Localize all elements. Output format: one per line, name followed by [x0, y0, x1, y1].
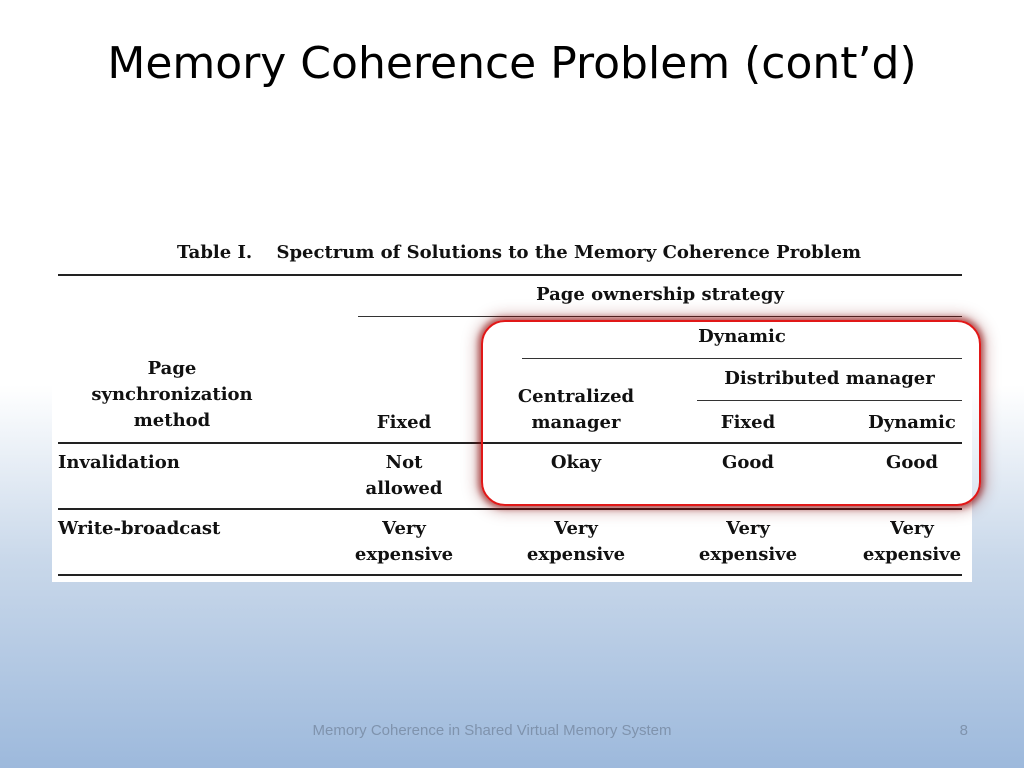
table-bottom-rule [58, 574, 962, 576]
header-centralized-manager: Centralized manager [502, 384, 650, 436]
row-write-broadcast-distributed-dynamic-line-1: Very [890, 518, 934, 539]
row-write-broadcast-distributed-fixed: Very expensive [688, 516, 808, 568]
table-caption: Table I. Spectrum of Solutions to the Me… [177, 242, 861, 263]
header-distributed-dynamic: Dynamic [868, 412, 956, 433]
header-distributed-manager: Distributed manager [724, 368, 935, 389]
slide-page-number: 8 [959, 722, 968, 739]
header-fixed: Fixed [376, 412, 432, 433]
row-invalidation-method: Invalidation [58, 452, 180, 473]
header-manager-line: manager [531, 412, 621, 433]
header-distributed-fixed: Fixed [720, 412, 776, 433]
row-write-broadcast-distributed-dynamic: Very expensive [852, 516, 972, 568]
row-invalidation-distributed-fixed: Good [722, 452, 774, 473]
header-synchronization-line: synchronization [91, 384, 253, 405]
row-write-broadcast-distributed-fixed-line-1: Very [726, 518, 770, 539]
row-separator-rule [58, 508, 962, 510]
row-invalidation-fixed-line-1: Not [385, 452, 423, 473]
header-ownership-strategy: Page ownership strategy [536, 284, 784, 305]
row-invalidation-fixed: Not allowed [350, 450, 458, 502]
row-write-broadcast-centralized: Very expensive [502, 516, 650, 568]
row-write-broadcast-distributed-fixed-line-2: expensive [698, 544, 798, 565]
row-write-broadcast-fixed-line-1: Very [382, 518, 426, 539]
header-centralized-line: Centralized [517, 386, 635, 407]
dynamic-highlight-box [481, 320, 981, 506]
header-page-line: Page [147, 358, 197, 379]
header-method-line: method [133, 410, 211, 431]
coherence-table: Table I. Spectrum of Solutions to the Me… [52, 230, 972, 582]
row-invalidation-fixed-line-2: allowed [365, 478, 443, 499]
row-invalidation-centralized: Okay [550, 452, 602, 473]
table-caption-number: Table I. [177, 242, 253, 263]
table-caption-text: Spectrum of Solutions to the Memory Cohe… [276, 242, 862, 263]
header-dynamic: Dynamic [698, 326, 786, 347]
header-bottom-rule [58, 442, 962, 444]
table-top-rule [58, 274, 962, 276]
row-invalidation-distributed-dynamic: Good [886, 452, 938, 473]
row-write-broadcast-method: Write-broadcast [58, 518, 221, 539]
row-write-broadcast-centralized-line-1: Very [554, 518, 598, 539]
distributed-rule [697, 400, 962, 401]
slide-footer: Memory Coherence in Shared Virtual Memor… [312, 722, 672, 739]
dynamic-rule [522, 358, 962, 359]
row-write-broadcast-centralized-line-2: expensive [526, 544, 626, 565]
row-write-broadcast-fixed-line-2: expensive [354, 544, 454, 565]
header-page-sync-method: Page synchronization method [72, 356, 272, 434]
ownership-rule [358, 316, 962, 317]
row-write-broadcast-fixed: Very expensive [350, 516, 458, 568]
slide-title: Memory Coherence Problem (cont’d) [107, 38, 917, 89]
row-write-broadcast-distributed-dynamic-line-2: expensive [862, 544, 962, 565]
